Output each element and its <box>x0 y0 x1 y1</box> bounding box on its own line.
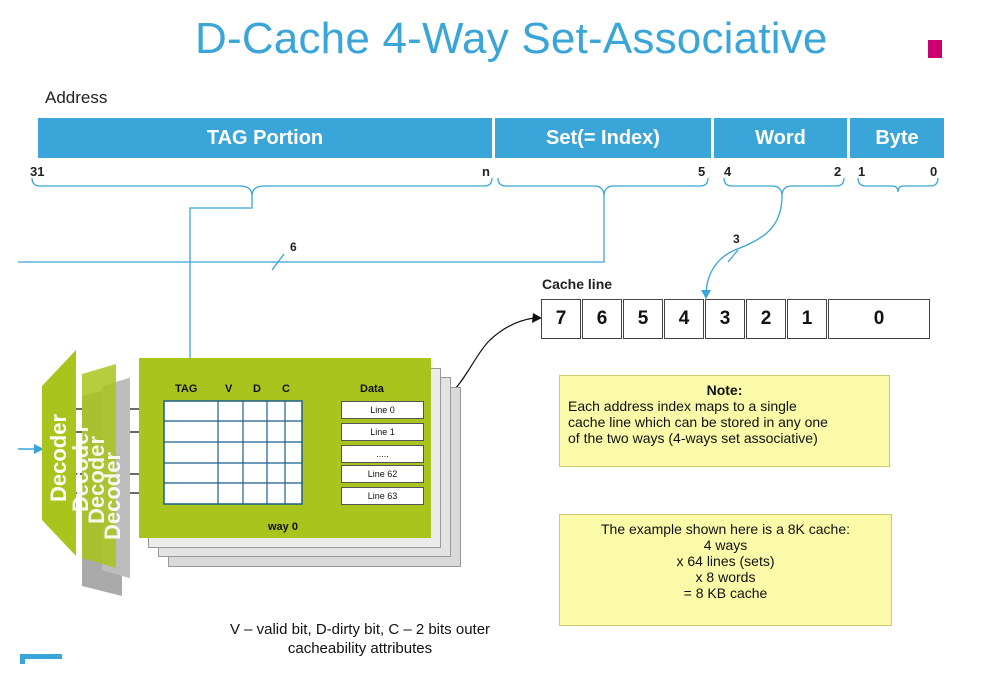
bit-legend: V – valid bit, D-dirty bit, C – 2 bits o… <box>180 620 540 658</box>
way-label: way 0 <box>268 521 298 533</box>
tag-brace <box>31 177 493 197</box>
cache-line-cell: 6 <box>582 299 622 339</box>
word-field: Word <box>714 118 847 158</box>
set-width-tick <box>271 253 285 271</box>
bit-31-label: 31 <box>30 164 45 179</box>
valid-column-header: V <box>225 383 233 395</box>
tag-portion-field: TAG Portion <box>38 118 492 158</box>
tag-column-header: TAG <box>175 383 198 395</box>
cache-line-cell: 3 <box>705 299 745 339</box>
byte-field: Byte <box>850 118 944 158</box>
cache-line-cell: 2 <box>746 299 786 339</box>
tag-connector <box>189 196 253 358</box>
data-line-ellipsis: ..... <box>341 445 424 463</box>
note-line: Each address index maps to a single <box>568 398 797 414</box>
decoder-4: Decoder <box>100 452 188 566</box>
decoder-stack <box>42 350 130 596</box>
bit-0-label: 0 <box>930 164 938 179</box>
cache-line-cell: 0 <box>828 299 930 339</box>
word-brace <box>723 177 845 197</box>
page-title: D-Cache 4-Way Set-Associative <box>195 14 828 63</box>
line0-arrowhead <box>532 313 542 323</box>
word-arrowhead <box>701 290 711 299</box>
address-label: Address <box>45 88 108 107</box>
tag-table <box>163 400 303 505</box>
bit-legend-line: cacheability attributes <box>287 640 433 657</box>
bit-1-label: 1 <box>858 164 866 179</box>
note-line: The example shown here is a 8K cache: <box>600 521 851 537</box>
set-connector <box>18 196 605 263</box>
byte-brace <box>857 177 939 193</box>
title-accent-mark <box>928 40 942 58</box>
note-line: 4 ways <box>703 537 748 553</box>
cache-line-cell: 1 <box>787 299 827 339</box>
decoder-4-label: Decoder <box>100 451 125 540</box>
data-line-63: Line 63 <box>341 487 424 505</box>
set-index-field: Set(= Index) <box>495 118 711 158</box>
set-width-label: 6 <box>290 240 297 254</box>
data-line-0: Line 0 <box>341 401 424 419</box>
set-brace <box>497 177 709 197</box>
logo-fragment <box>20 654 62 664</box>
bit-2-label: 2 <box>834 164 842 179</box>
cache-line-cell: 5 <box>623 299 663 339</box>
bit-5-label: 5 <box>698 164 706 179</box>
note-box-associativity: Note: Each address index maps to a singl… <box>559 375 890 467</box>
note-line: x 64 lines (sets) <box>676 553 775 569</box>
cacheability-column-header: C <box>282 383 290 395</box>
note-line: x 8 words <box>695 569 756 585</box>
word-width-tick <box>727 249 739 263</box>
cache-line-cell: 4 <box>664 299 704 339</box>
note-line: cache line which can be stored in any on… <box>568 414 828 430</box>
dirty-column-header: D <box>253 383 261 395</box>
bit-legend-line: V – valid bit, D-dirty bit, C – 2 bits o… <box>229 621 491 638</box>
bit-4-label: 4 <box>724 164 732 179</box>
data-column-header: Data <box>360 383 384 395</box>
data-line-62: Line 62 <box>341 465 424 483</box>
decoder-2-shape <box>82 364 116 568</box>
decoder-input-arrowhead <box>34 444 44 454</box>
note-box-cache-size: The example shown here is a 8K cache: 4 … <box>559 514 892 626</box>
decoder-1-shape <box>42 350 76 556</box>
cache-line-label: Cache line <box>542 276 613 292</box>
bit-n-label: n <box>482 164 490 179</box>
word-connector <box>705 195 783 297</box>
note-title: Note: <box>706 382 743 398</box>
word-width-label: 3 <box>733 232 740 246</box>
note-line: = 8 KB cache <box>683 585 768 601</box>
note-line: of the two ways (4-ways set associative) <box>568 430 818 446</box>
cache-line-cell: 7 <box>541 299 581 339</box>
data-line-1: Line 1 <box>341 423 424 441</box>
